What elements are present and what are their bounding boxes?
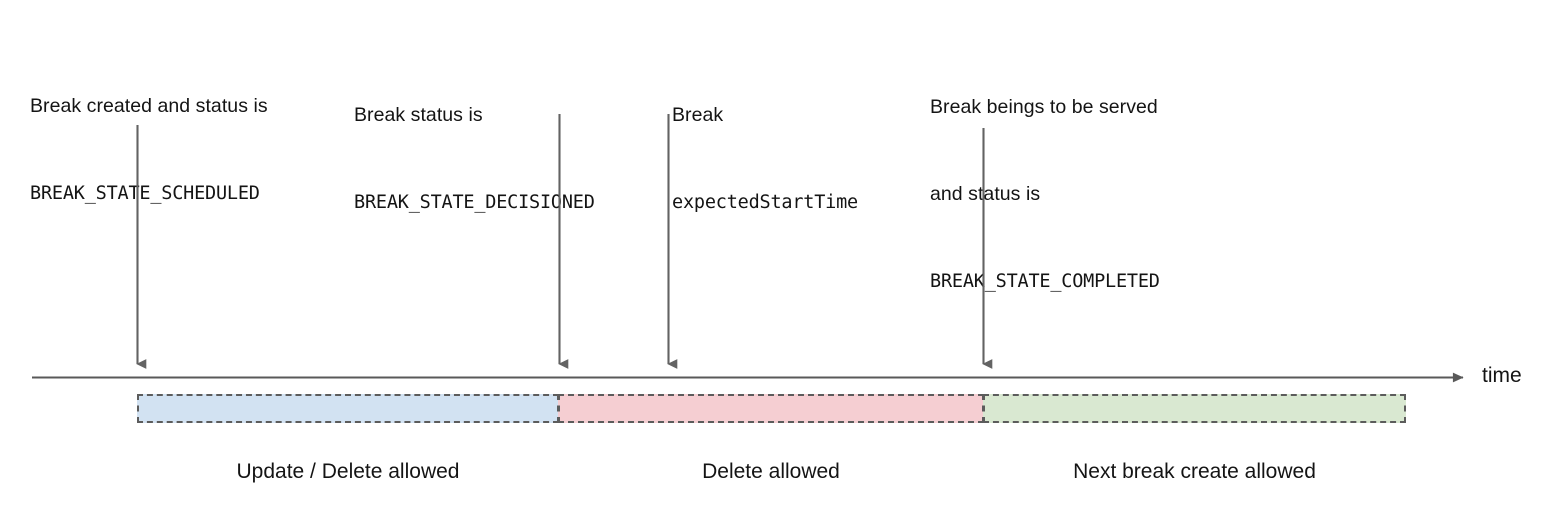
annotation-expected-start-time: Break expectedStartTime (672, 43, 858, 275)
annotation-expected-start-time-line-0: Break (672, 104, 724, 126)
annotation-completed-line-0: Break beings to be served (930, 96, 1158, 118)
phase-bar-update-delete (137, 394, 559, 423)
annotation-decisioned-line-1: BREAK_STATE_DECISIONED (354, 192, 595, 213)
annotation-decisioned: Break status is BREAK_STATE_DECISIONED (354, 43, 595, 275)
annotation-completed: Break beings to be served and status is … (930, 35, 1160, 354)
annotation-decisioned-line-0: Break status is (354, 104, 483, 126)
annotation-scheduled-line-1: BREAK_STATE_SCHEDULED (30, 183, 260, 204)
annotation-scheduled-line-0: Break created and status is (30, 95, 268, 117)
annotation-expected-start-time-line-1: expectedStartTime (672, 192, 858, 213)
phase-bar-delete-only (558, 394, 984, 423)
phase-caption-next-break-create: Next break create allowed (1073, 460, 1316, 483)
annotation-scheduled: Break created and status is BREAK_STATE_… (30, 34, 268, 266)
time-axis-label: time (1482, 364, 1522, 387)
phase-caption-update-delete: Update / Delete allowed (236, 460, 460, 483)
phase-caption-delete-only: Delete allowed (702, 460, 840, 483)
annotation-completed-line-2: BREAK_STATE_COMPLETED (930, 271, 1160, 292)
phase-bar-next-break-create (983, 394, 1406, 423)
annotation-completed-line-1: and status is (930, 183, 1041, 205)
